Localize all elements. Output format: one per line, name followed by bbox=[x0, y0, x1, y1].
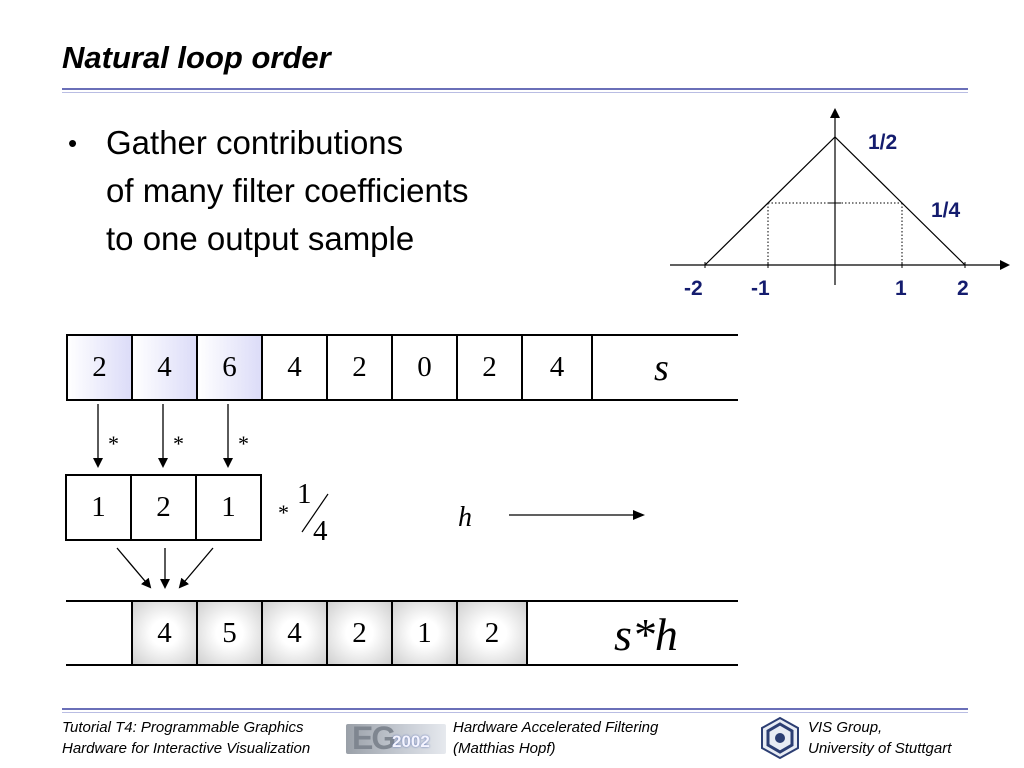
footer-left-line-2: Hardware for Interactive Visualization bbox=[62, 740, 311, 757]
title-rule-thin bbox=[62, 92, 968, 93]
footer-rule-thin bbox=[62, 712, 968, 713]
footer-center-line-2: (Matthias Hopf) bbox=[453, 740, 556, 757]
result-cell: 4 bbox=[131, 600, 198, 666]
footer-right: VIS Group, University of Stuttgart bbox=[808, 717, 951, 759]
signal-cell: 4 bbox=[521, 334, 593, 401]
footer-left: Tutorial T4: Programmable Graphics Hardw… bbox=[62, 717, 310, 759]
signal-cell: 0 bbox=[391, 334, 458, 401]
filter-graph bbox=[670, 108, 1010, 285]
eg2002-logo: EG 2002 bbox=[346, 718, 446, 760]
kernel-symbol: h bbox=[458, 502, 472, 533]
result-cell: 2 bbox=[456, 600, 528, 666]
kernel-cell: 1 bbox=[65, 474, 132, 541]
result-cell: 5 bbox=[196, 600, 263, 666]
x-tick-label-plus-one: 1 bbox=[895, 277, 907, 300]
kernel-direction-arrow bbox=[509, 510, 645, 520]
footer-right-line-1: VIS Group, bbox=[808, 719, 883, 736]
scale-denominator: 4 bbox=[313, 515, 328, 547]
signal-symbol: s bbox=[654, 347, 669, 389]
bullet-line-3: to one output sample bbox=[106, 220, 415, 257]
signal-cell: 2 bbox=[326, 334, 393, 401]
bullet-line-2: of many filter coefficients bbox=[106, 172, 469, 209]
signal-cell: 2 bbox=[456, 334, 523, 401]
bullet-line-1: Gather contributions bbox=[106, 124, 404, 161]
footer-center-line-1: Hardware Accelerated Filtering bbox=[453, 719, 659, 736]
sum-arrows bbox=[116, 547, 214, 589]
footer-left-line-1: Tutorial T4: Programmable Graphics bbox=[62, 719, 304, 736]
title-rule bbox=[62, 88, 968, 90]
x-tick-label-minus-one: -1 bbox=[751, 277, 770, 300]
result-cell: 1 bbox=[391, 600, 458, 666]
footer-rule bbox=[62, 708, 968, 710]
footer-right-line-2: University of Stuttgart bbox=[808, 740, 952, 757]
scale-numerator: 1 bbox=[297, 478, 312, 510]
result-symbol: s*h bbox=[614, 609, 678, 660]
x-tick-label-plus-two: 2 bbox=[957, 277, 969, 300]
footer-center: Hardware Accelerated Filtering (Matthias… bbox=[453, 717, 658, 759]
multiply-operator: * bbox=[108, 431, 119, 456]
university-logo-icon bbox=[761, 716, 799, 760]
signal-cell: 2 bbox=[66, 334, 133, 401]
fraction-slash bbox=[301, 493, 329, 533]
multiply-operator: * bbox=[238, 431, 249, 456]
kernel-cell: 1 bbox=[195, 474, 262, 541]
signal-row: 2 4 6 4 2 0 2 4 s bbox=[66, 334, 738, 401]
signal-cell: 6 bbox=[196, 334, 263, 401]
scale-operator: * bbox=[278, 500, 289, 525]
slide-title: Natural loop order bbox=[62, 40, 331, 75]
y-label-quarter: 1/4 bbox=[931, 199, 961, 222]
x-tick-label-minus-two: -2 bbox=[684, 277, 703, 300]
kernel-cell: 2 bbox=[130, 474, 197, 541]
tent-function-line bbox=[704, 136, 966, 266]
result-row: 4 5 4 2 1 2 s*h bbox=[66, 600, 738, 667]
bullet-marker: • bbox=[68, 128, 78, 158]
multiply-operator: * bbox=[173, 431, 184, 456]
signal-cell: 4 bbox=[131, 334, 198, 401]
multiply-arrows bbox=[93, 404, 233, 468]
signal-cell: 4 bbox=[261, 334, 328, 401]
y-label-half: 1/2 bbox=[868, 131, 898, 154]
arrow-converge bbox=[178, 547, 214, 589]
result-cell: 4 bbox=[261, 600, 328, 666]
result-cell: 2 bbox=[326, 600, 393, 666]
arrow-converge bbox=[116, 547, 152, 589]
